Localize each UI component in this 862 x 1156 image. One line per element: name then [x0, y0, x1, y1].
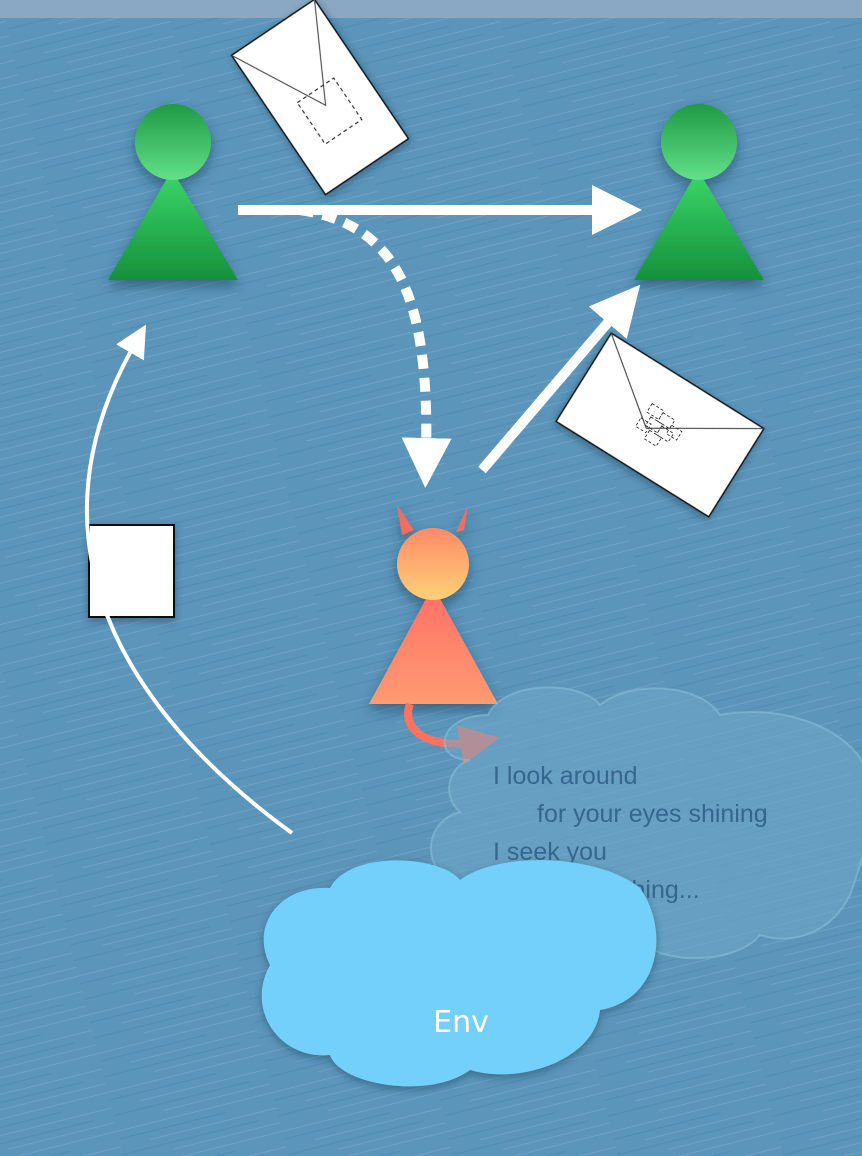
thought-line-1: I look around [493, 762, 638, 790]
arrow-adversary-to-b [478, 284, 641, 474]
dashed-intercept-arrow [299, 205, 452, 488]
thought-line-2: for your eyes shining [537, 800, 768, 828]
sealed-envelope-icon [230, 0, 410, 196]
top-border [0, 0, 862, 18]
env-cloud: Env [261, 860, 657, 1087]
tampered-envelope-icon [555, 332, 765, 518]
party-b-pawn-icon [634, 104, 764, 280]
env-label: Env [433, 1005, 489, 1040]
curved-env-to-a-arrow [84, 324, 294, 835]
adversary-devil-icon [369, 505, 498, 704]
party-a-pawn-icon [108, 104, 238, 280]
